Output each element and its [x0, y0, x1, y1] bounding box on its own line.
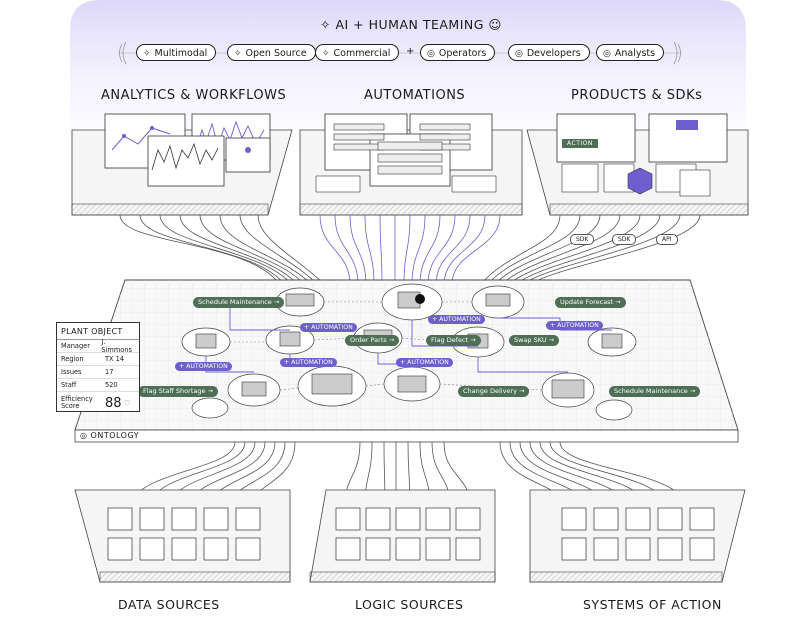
ontology-label: ◎ ONTOLOGY [80, 431, 140, 440]
plant-object-title: PLANT OBJECT [57, 323, 139, 340]
pill-analysts[interactable]: ◎Analysts [596, 44, 665, 61]
automation-badge[interactable]: + AUTOMATION [300, 323, 357, 332]
pill-commercial[interactable]: ✧Commercial [315, 44, 400, 61]
sparkle-icon: ✧ [320, 17, 331, 32]
action-schedule-maintenance-1[interactable]: Schedule Maintenance → [193, 297, 285, 308]
people-icon: ☺ [488, 17, 502, 32]
user-icon: ◎ [515, 49, 523, 59]
section-products: PRODUCTS & SDKs [571, 88, 703, 103]
sdk-tag-1: SDK [570, 234, 595, 245]
header-title: ✧ AI + HUMAN TEAMING ☺ [320, 17, 502, 32]
sparkle-icon: ✧ [234, 49, 242, 59]
automation-badge[interactable]: + AUTOMATION [546, 321, 603, 330]
label-data-sources: DATA SOURCES [118, 597, 220, 612]
ontology-icon: ◎ [80, 431, 88, 440]
pill-multimodal[interactable]: ✧Multimodal [136, 44, 217, 61]
systems-of-action-panel [529, 489, 746, 583]
logic-sources-panel [309, 489, 496, 583]
pill-developers[interactable]: ◎Developers [508, 44, 590, 61]
action-chip: ACTION [562, 139, 598, 148]
ontology-platform [74, 279, 739, 443]
section-automations: AUTOMATIONS [364, 88, 466, 103]
action-update-forecast[interactable]: Update Forecast → [555, 297, 626, 308]
data-sources-panel [74, 489, 291, 583]
automation-badge[interactable]: + AUTOMATION [280, 358, 337, 367]
user-icon: ◎ [427, 49, 435, 59]
label-systems-of-action: SYSTEMS OF ACTION [583, 597, 722, 612]
automation-badge[interactable]: + AUTOMATION [428, 315, 485, 324]
action-flag-defect[interactable]: Flag Defect → [426, 335, 481, 346]
pill-open-source[interactable]: ✧Open Source [227, 44, 316, 61]
api-tag: API [656, 234, 678, 245]
sparkle-icon: ✧ [143, 49, 151, 59]
automation-badge[interactable]: + AUTOMATION [396, 358, 453, 367]
sparkle-icon: ✧ [322, 49, 330, 59]
section-analytics: ANALYTICS & WORKFLOWS [101, 88, 287, 103]
pill-operators[interactable]: ◎Operators [420, 44, 496, 61]
action-schedule-maintenance-2[interactable]: Schedule Maintenance → [609, 386, 701, 397]
action-order-parts[interactable]: Order Parts → [345, 335, 400, 346]
analytics-panel [71, 113, 293, 216]
action-flag-staff-shortage[interactable]: Flag Staff Shortage → [138, 386, 218, 397]
automation-badge[interactable]: + AUTOMATION [175, 362, 232, 371]
products-panel [526, 113, 749, 216]
label-logic-sources: LOGIC SOURCES [355, 597, 464, 612]
plus-sign: + [406, 46, 415, 57]
automations-panel [299, 113, 523, 216]
user-icon: ◎ [603, 49, 611, 59]
action-swap-sku[interactable]: Swap SKU → [509, 335, 560, 346]
action-change-delivery[interactable]: Change Delivery → [458, 386, 530, 397]
sdk-tag-2: SDK [612, 234, 637, 245]
heart-icon: ♡ [123, 398, 131, 408]
top-wires [119, 214, 701, 286]
